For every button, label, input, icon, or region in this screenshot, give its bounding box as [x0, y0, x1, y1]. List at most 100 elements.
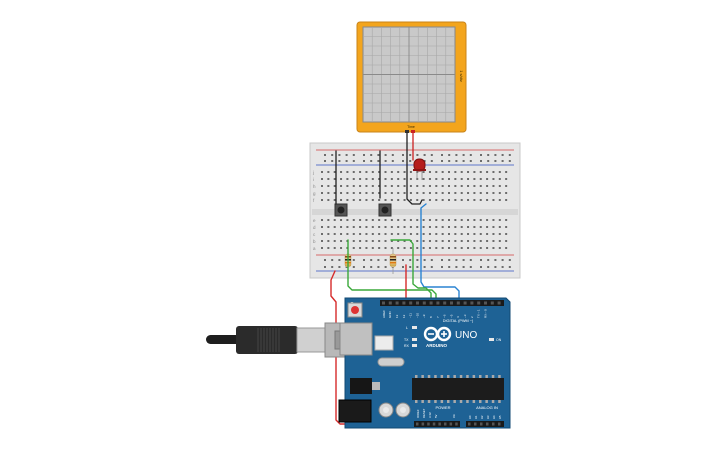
- rail-hole[interactable]: [462, 259, 465, 261]
- terminal-hole[interactable]: [486, 226, 489, 228]
- terminal-hole[interactable]: [505, 240, 508, 242]
- terminal-hole[interactable]: [378, 192, 381, 194]
- rail-hole[interactable]: [441, 154, 443, 156]
- terminal-hole[interactable]: [492, 233, 495, 235]
- terminal-hole[interactable]: [340, 178, 343, 180]
- terminal-hole[interactable]: [448, 226, 450, 228]
- digital-pin[interactable]: [382, 301, 385, 305]
- terminal-hole[interactable]: [321, 171, 323, 173]
- terminal-hole[interactable]: [454, 171, 457, 173]
- rail-hole[interactable]: [370, 160, 373, 162]
- terminal-hole[interactable]: [448, 185, 450, 187]
- terminal-hole[interactable]: [346, 171, 349, 173]
- terminal-hole[interactable]: [448, 240, 450, 242]
- terminal-hole[interactable]: [441, 247, 444, 249]
- terminal-hole[interactable]: [486, 192, 489, 194]
- rail-hole[interactable]: [338, 259, 341, 261]
- digital-pin[interactable]: [450, 301, 453, 305]
- terminal-hole[interactable]: [422, 199, 425, 201]
- terminal-hole[interactable]: [378, 178, 381, 180]
- terminal-hole[interactable]: [422, 247, 425, 249]
- terminal-hole[interactable]: [397, 233, 400, 235]
- rail-hole[interactable]: [462, 154, 465, 156]
- terminal-hole[interactable]: [321, 192, 323, 194]
- resistor-2[interactable]: [389, 248, 397, 274]
- digital-header[interactable]: [380, 300, 504, 306]
- rail-hole[interactable]: [331, 160, 334, 162]
- terminal-hole[interactable]: [403, 240, 406, 242]
- pushbutton-1[interactable]: [334, 203, 348, 217]
- terminal-hole[interactable]: [448, 192, 450, 194]
- terminal-hole[interactable]: [409, 171, 412, 173]
- terminal-hole[interactable]: [365, 240, 368, 242]
- terminal-hole[interactable]: [492, 192, 495, 194]
- terminal-hole[interactable]: [492, 240, 495, 242]
- terminal-hole[interactable]: [359, 185, 362, 187]
- terminal-hole[interactable]: [498, 226, 501, 228]
- power-pin[interactable]: [421, 422, 425, 426]
- terminal-hole[interactable]: [409, 233, 412, 235]
- terminal-hole[interactable]: [479, 219, 482, 221]
- terminal-hole[interactable]: [435, 192, 438, 194]
- terminal-hole[interactable]: [467, 199, 470, 201]
- terminal-hole[interactable]: [505, 185, 508, 187]
- terminal-hole[interactable]: [486, 233, 489, 235]
- terminal-hole[interactable]: [352, 240, 355, 242]
- terminal-hole[interactable]: [390, 192, 393, 194]
- terminal-hole[interactable]: [435, 226, 438, 228]
- analog-pin[interactable]: [474, 422, 477, 426]
- terminal-hole[interactable]: [467, 192, 470, 194]
- terminal-hole[interactable]: [454, 247, 457, 249]
- rail-hole[interactable]: [402, 259, 404, 261]
- terminal-hole[interactable]: [390, 219, 393, 221]
- rail-hole[interactable]: [423, 154, 426, 156]
- rail-hole[interactable]: [370, 266, 373, 268]
- terminal-hole[interactable]: [460, 219, 463, 221]
- terminal-hole[interactable]: [340, 219, 343, 221]
- rail-hole[interactable]: [430, 160, 433, 162]
- terminal-hole[interactable]: [422, 240, 425, 242]
- terminal-hole[interactable]: [327, 185, 330, 187]
- rail-hole[interactable]: [480, 259, 482, 261]
- power-pin[interactable]: [444, 422, 447, 426]
- terminal-hole[interactable]: [359, 247, 362, 249]
- terminal-hole[interactable]: [371, 247, 374, 249]
- terminal-hole[interactable]: [416, 226, 419, 228]
- terminal-hole[interactable]: [479, 192, 482, 194]
- terminal-hole[interactable]: [340, 247, 343, 249]
- terminal-hole[interactable]: [378, 199, 381, 201]
- terminal-hole[interactable]: [428, 240, 431, 242]
- power-pin[interactable]: [427, 422, 430, 426]
- terminal-hole[interactable]: [390, 247, 393, 249]
- oscilloscope[interactable]: 1 s/div Time: [356, 21, 467, 133]
- terminal-hole[interactable]: [365, 247, 368, 249]
- rail-hole[interactable]: [494, 266, 497, 268]
- terminal-hole[interactable]: [384, 192, 387, 194]
- terminal-hole[interactable]: [378, 171, 381, 173]
- rail-hole[interactable]: [384, 266, 387, 268]
- terminal-hole[interactable]: [390, 233, 393, 235]
- terminal-hole[interactable]: [486, 199, 489, 201]
- analog-pin[interactable]: [468, 422, 471, 426]
- terminal-hole[interactable]: [365, 178, 368, 180]
- pushbutton-2[interactable]: [378, 203, 392, 217]
- rail-hole[interactable]: [409, 154, 412, 156]
- rail-hole[interactable]: [494, 160, 497, 162]
- rail-hole[interactable]: [416, 266, 419, 268]
- terminal-hole[interactable]: [435, 178, 438, 180]
- terminal-hole[interactable]: [352, 247, 355, 249]
- terminal-hole[interactable]: [346, 192, 349, 194]
- terminal-hole[interactable]: [371, 178, 374, 180]
- terminal-hole[interactable]: [486, 219, 489, 221]
- terminal-hole[interactable]: [460, 226, 463, 228]
- rail-hole[interactable]: [324, 259, 326, 261]
- terminal-hole[interactable]: [498, 192, 501, 194]
- wire-blue[interactable]: [420, 203, 460, 306]
- terminal-hole[interactable]: [479, 185, 482, 187]
- terminal-hole[interactable]: [448, 219, 450, 221]
- terminal-hole[interactable]: [352, 219, 355, 221]
- terminal-hole[interactable]: [390, 199, 393, 201]
- terminal-hole[interactable]: [441, 192, 444, 194]
- rail-hole[interactable]: [409, 259, 412, 261]
